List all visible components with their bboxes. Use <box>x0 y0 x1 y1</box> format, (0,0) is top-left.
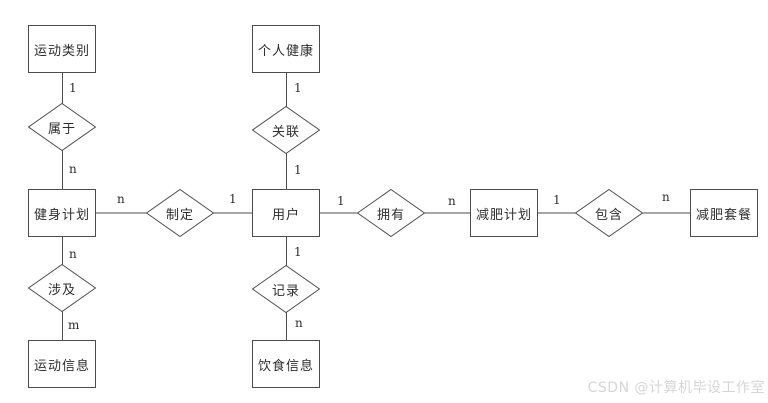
entity-label: 饮食信息 <box>257 358 314 374</box>
cardinality-label: 1 <box>69 81 77 95</box>
entity-user: 用户 <box>252 189 320 237</box>
diamond-shape <box>252 265 320 313</box>
cardinality-label: 1 <box>337 194 345 208</box>
relationship-label: 关联 <box>271 124 300 140</box>
relationship-formulate: 制定 <box>146 189 214 237</box>
relationship-label: 记录 <box>271 283 300 299</box>
entity-weight-loss-plan: 减肥计划 <box>470 189 538 237</box>
entity-fitness-plan: 健身计划 <box>28 189 96 237</box>
cardinality-label: n <box>69 247 77 261</box>
cardinality-label: 1 <box>229 192 237 206</box>
cardinality-label: 1 <box>553 193 561 207</box>
diamond-shape <box>252 106 320 154</box>
relationship-label: 拥有 <box>376 207 405 223</box>
relationship-contain: 包含 <box>575 189 643 237</box>
cardinality-label: n <box>117 192 125 206</box>
csdn-watermark: CSDN @计算机毕设工作室 <box>587 380 765 396</box>
cardinality-label: n <box>69 162 77 176</box>
cardinality-label: n <box>295 316 303 330</box>
cardinality-label: 1 <box>294 81 302 95</box>
entity-diet-info: 饮食信息 <box>252 340 320 388</box>
diamond-shape <box>28 103 96 151</box>
entity-label: 健身计划 <box>33 207 90 223</box>
entity-label: 个人健康 <box>257 43 314 59</box>
relationship-involve: 涉及 <box>28 264 96 312</box>
cardinality-label: 1 <box>294 163 302 177</box>
diamond-shape <box>575 189 643 237</box>
relationship-label: 包含 <box>594 207 623 223</box>
diamond-shape <box>28 264 96 312</box>
relationship-label: 属于 <box>47 121 76 137</box>
relationship-associate: 关联 <box>252 106 320 154</box>
entity-label: 运动类别 <box>33 43 90 59</box>
entity-personal-health: 个人健康 <box>252 25 320 73</box>
entity-label: 减肥套餐 <box>695 207 752 223</box>
entity-label: 运动信息 <box>33 358 90 374</box>
diamond-shape <box>357 189 425 237</box>
relationship-label: 涉及 <box>47 282 76 298</box>
cardinality-label: 1 <box>294 245 302 259</box>
entity-weight-loss-package: 减肥套餐 <box>690 189 758 237</box>
diamond-shape <box>146 189 214 237</box>
entity-label: 减肥计划 <box>475 207 532 223</box>
cardinality-label: n <box>448 194 456 208</box>
entity-sport-info: 运动信息 <box>28 340 96 388</box>
entity-sport-category: 运动类别 <box>28 25 96 73</box>
relationship-label: 制定 <box>165 207 194 223</box>
relationship-record: 记录 <box>252 265 320 313</box>
relationship-own: 拥有 <box>357 189 425 237</box>
cardinality-label: n <box>662 190 670 204</box>
entity-label: 用户 <box>271 207 300 223</box>
relationship-belongs-to: 属于 <box>28 103 96 151</box>
cardinality-label: m <box>68 318 80 332</box>
